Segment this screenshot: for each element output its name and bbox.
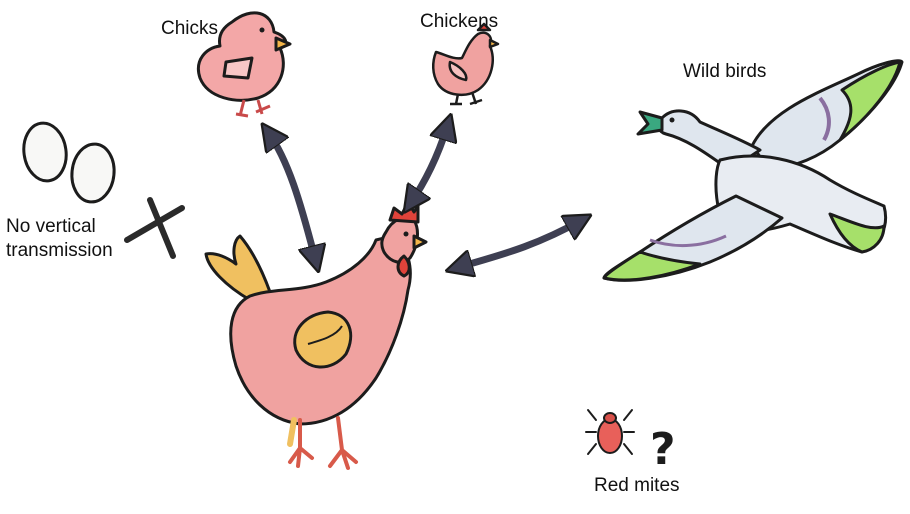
chicken-icon (432, 22, 500, 106)
chick-hen-arrow (268, 132, 316, 262)
label-no-vertical-line2: transmission (6, 239, 113, 261)
label-no-vertical-line1: No vertical (6, 216, 96, 237)
chick-icon (197, 11, 292, 118)
question-mark: ? (650, 424, 676, 475)
label-chicks: Chicks (161, 18, 219, 39)
label-no-vertical-transmission: No vertical transmission (6, 215, 136, 263)
cross-icon (124, 197, 185, 259)
red-mite-icon (585, 409, 635, 455)
label-red-mites: Red mites (594, 475, 680, 496)
eggs-icon (22, 121, 116, 204)
wildbird-hen-arrow (456, 220, 582, 268)
hen-icon (204, 200, 428, 470)
label-chickens: Chickens (420, 11, 499, 32)
label-wild-birds: Wild birds (683, 61, 767, 82)
wild-bird-icon (602, 59, 904, 282)
chicken-hen-arrow (410, 124, 448, 204)
